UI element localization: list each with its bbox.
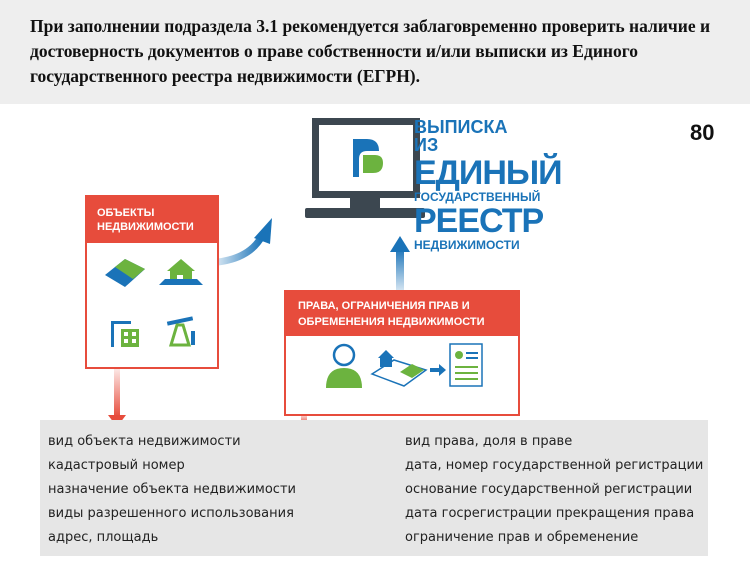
object-attributes-list: вид объекта недвижимости кадастровый ном…	[48, 430, 296, 550]
monitor-screen	[312, 118, 420, 198]
list-item: дата госрегистрации прекращения права	[405, 506, 695, 521]
egrn-line-3: государственный	[414, 190, 541, 204]
objects-title-line-1: Объекты	[97, 207, 155, 219]
list-item: ограничение прав и обременение	[405, 530, 639, 545]
objects-card-header: Объекты недвижимости	[87, 197, 217, 243]
heading-banner: При заполнении подраздела 3.1 рекомендуе…	[0, 0, 750, 104]
rights-card-header: Права, ограничения прав и обременения не…	[286, 292, 518, 336]
rights-attributes-list: вид права, доля в праве дата, номер госу…	[405, 430, 703, 550]
egrn-line-4: Реестр	[414, 202, 544, 240]
list-item: вид права, доля в праве	[405, 434, 573, 449]
rosreestr-logo-icon	[353, 139, 383, 177]
objects-card: Объекты недвижимости	[85, 195, 219, 369]
list-item: основание государственной регистрации	[405, 482, 693, 497]
house-icon	[159, 259, 203, 285]
arrow-objects-to-monitor	[217, 218, 272, 266]
arrow-right-icon	[430, 364, 446, 376]
person-icon	[326, 343, 362, 388]
list-item: вид объекта недвижимости	[48, 434, 241, 449]
rights-card: Права, ограничения прав и обременения не…	[284, 290, 520, 416]
list-item: кадастровый номер	[48, 458, 185, 473]
rights-title-line-1: Права, ограничения прав и	[298, 300, 470, 312]
rights-title-line-2: обременения недвижимости	[298, 316, 485, 328]
heading-text: При заполнении подраздела 3.1 рекомендуе…	[30, 16, 711, 86]
list-item: виды разрешенного использования	[48, 506, 294, 521]
arrow-rights-to-monitor	[390, 236, 410, 290]
page-number: 80	[690, 120, 715, 145]
property-plot-icon	[370, 350, 428, 387]
document-icon	[449, 343, 483, 387]
land-plot-icon	[105, 259, 145, 287]
list-item: назначение объекта недвижимости	[48, 482, 296, 497]
list-item: адрес, площадь	[48, 530, 159, 545]
building-crane-icon	[111, 321, 139, 347]
list-item: дата, номер государственной регистрации	[405, 458, 704, 473]
monitor-base	[305, 208, 425, 218]
objects-title-line-2: недвижимости	[97, 221, 194, 233]
egrn-line-1: Выписка из	[414, 117, 508, 155]
egrn-line-5: недвижимости	[414, 238, 520, 252]
monitor-neck	[350, 198, 380, 208]
info-panel: вид объекта недвижимости кадастровый ном…	[40, 420, 708, 556]
arrow-objects-down	[108, 367, 126, 427]
oil-pump-icon	[166, 316, 195, 347]
